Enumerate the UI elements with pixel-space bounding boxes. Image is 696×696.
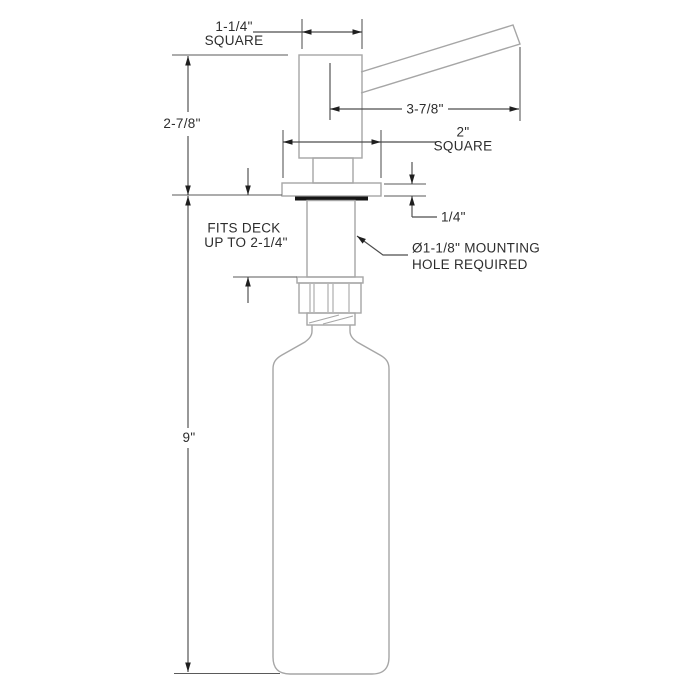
arrow-up-icon <box>409 196 415 206</box>
base-width-label2: SQUARE <box>434 139 493 154</box>
arrow-left-icon <box>283 139 293 145</box>
head-width-label2: SQUARE <box>205 33 264 48</box>
collar-thread-lines <box>308 314 354 325</box>
bottle <box>272 325 390 675</box>
dim-base-width: 2" SQUARE <box>282 125 493 178</box>
gasket <box>295 196 368 201</box>
mounting-nut-washer <box>296 276 364 284</box>
arrow-left-icon <box>330 106 340 112</box>
arrow-down-icon <box>185 662 191 672</box>
arrow-right-icon <box>371 139 381 145</box>
mounting-hole-label: Ø1-1/8" MOUNTING <box>412 241 540 256</box>
dim-spout-reach: 3-7/8" <box>329 47 521 121</box>
deck-capacity-label: FITS DECK <box>207 221 280 236</box>
arrow-down-icon <box>245 185 251 195</box>
dim-flange-thickness: 1/4" <box>384 162 466 225</box>
arrow-right-icon <box>509 106 519 112</box>
arrow-up-icon <box>185 196 191 206</box>
bottle-height-label: 9" <box>183 430 196 445</box>
arrow-up-icon <box>185 56 191 66</box>
dim-deck-capacity: FITS DECK UP TO 2-1/4" <box>204 168 297 303</box>
arrow-up-left-icon <box>357 236 366 244</box>
spout-reach-label: 3-7/8" <box>406 102 443 117</box>
thread-collar <box>306 312 356 326</box>
mounting-hole-label2: HOLE REQUIRED <box>412 257 528 272</box>
mounting-nut-facets <box>309 284 350 312</box>
arrow-down-icon <box>185 185 191 195</box>
arrow-up-icon <box>245 277 251 287</box>
dim-head-width: 1-1/4" SQUARE <box>205 19 363 49</box>
arrow-down-icon <box>409 174 415 184</box>
threaded-shank <box>306 199 356 278</box>
leader-line <box>356 235 408 256</box>
flange-thickness-label: 1/4" <box>441 210 466 225</box>
pump-neck <box>312 157 354 184</box>
spout <box>360 24 521 94</box>
dim-bottle-height: 9" <box>174 196 280 675</box>
arrow-left-icon <box>302 29 312 35</box>
head-width-label: 1-1/4" <box>215 19 252 34</box>
base-flange <box>281 182 382 197</box>
head-height-label: 2-7/8" <box>163 116 200 131</box>
dim-head-height: 2-7/8" <box>163 54 288 196</box>
callout-mounting-hole: Ø1-1/8" MOUNTING HOLE REQUIRED <box>356 235 540 272</box>
base-width-label: 2" <box>457 125 470 140</box>
deck-capacity-label2: UP TO 2-1/4" <box>204 235 287 250</box>
mounting-nut <box>298 282 362 314</box>
arrow-right-icon <box>352 29 362 35</box>
soap-dispenser-drawing <box>272 24 521 675</box>
